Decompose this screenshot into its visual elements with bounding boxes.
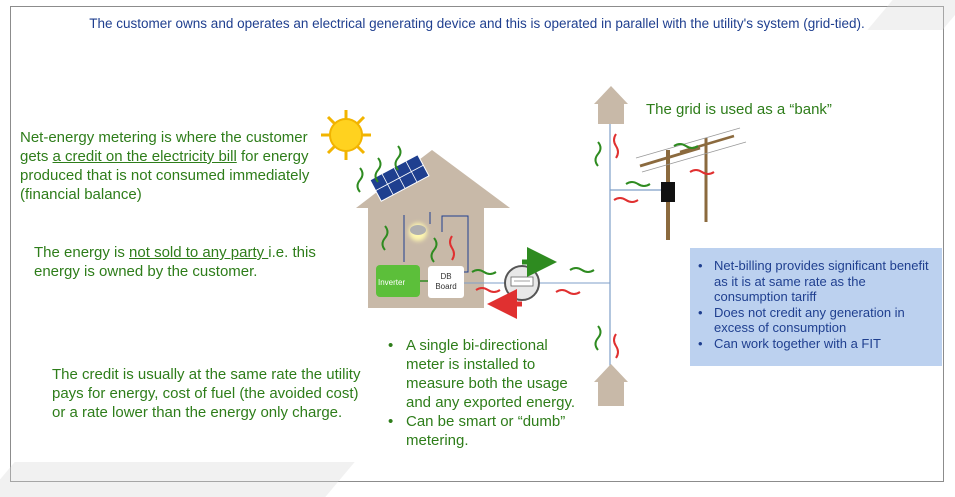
net-billing-bullet-1: Net-billing provides significant benefit… — [696, 258, 942, 305]
definition-underlined: a credit on the electricity bill — [52, 148, 237, 165]
ownership-post: i.e. this energy is owned by the custome… — [34, 244, 316, 280]
db-board-box — [428, 266, 464, 298]
solar-panel-icon — [369, 153, 430, 202]
sun-icon — [321, 110, 371, 160]
bidirectional-meter-icon — [487, 247, 557, 319]
meter-bullet-1: A single bi-directional meter is install… — [386, 336, 576, 412]
credit-rate-text: The credit is usually at the same rate t… — [52, 366, 361, 421]
meter-bullet-2: Can be smart or “dumb” metering. — [386, 412, 576, 450]
lamp-icon — [409, 223, 427, 241]
house-wiring — [403, 212, 469, 273]
ownership-text: The energy is not sold to any party i.e.… — [34, 243, 334, 281]
definition-text: Net-energy metering is where the custome… — [20, 128, 320, 204]
ownership-underlined: not sold to any party — [129, 244, 269, 261]
definition-pre: Net-energy metering is where the custome… — [20, 129, 308, 165]
definition-post: for energy produced that is not consumed… — [20, 148, 310, 203]
energy-flow-arrows — [356, 133, 715, 359]
slide-frame — [10, 6, 944, 482]
neighbor-house-top-icon — [594, 86, 628, 124]
neighbor-house-bottom-icon — [594, 364, 628, 406]
ownership-pre: The energy is — [34, 244, 130, 261]
utility-pole-icon — [635, 127, 747, 240]
header-text: The customer owns and operates an electr… — [89, 16, 865, 31]
net-billing-box: Net-billing provides significant benefit… — [690, 248, 942, 366]
net-billing-bullet-3: Can work together with a FIT — [696, 336, 942, 352]
inverter-label: Inverter — [378, 278, 405, 287]
meter-bullets: A single bi-directional meter is install… — [386, 336, 576, 450]
db-board-label-line2: Board — [435, 282, 456, 291]
net-billing-bullet-2: Does not credit any generation in excess… — [696, 305, 942, 336]
grid-bank-text: The grid is used as a “bank” — [646, 101, 832, 118]
db-board-label-line1: DB — [440, 272, 451, 281]
inverter-box — [376, 265, 420, 297]
